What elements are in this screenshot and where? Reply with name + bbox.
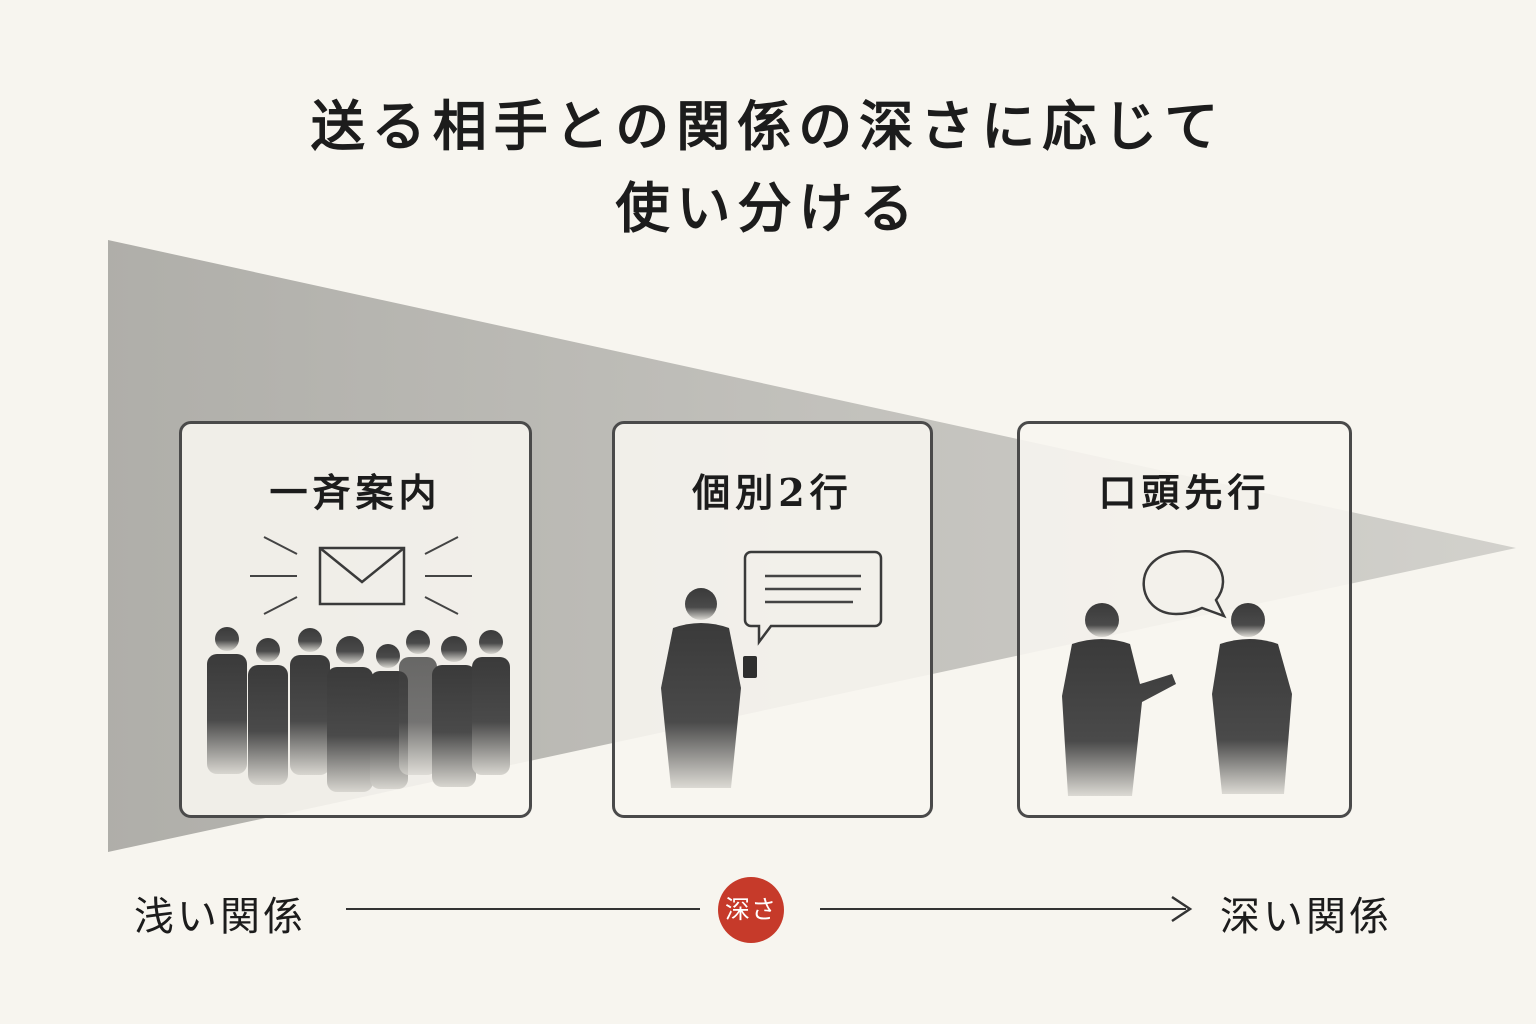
verbal-illustration bbox=[1062, 550, 1292, 796]
chat-bubble-lines-icon bbox=[743, 550, 883, 646]
title-line-1: 送る相手との関係の深さに応じて bbox=[310, 94, 1226, 158]
speech-bubble-icon bbox=[1142, 550, 1227, 619]
panel-personal: 個別2行 bbox=[612, 421, 933, 818]
title-line-2: 使い分ける bbox=[615, 176, 921, 240]
broadcast-rays-icon bbox=[250, 536, 472, 615]
listening-person-silhouette bbox=[1212, 603, 1292, 794]
panel-label-personal: 個別2行 bbox=[692, 470, 853, 515]
speaking-person-silhouette bbox=[1062, 603, 1176, 796]
panel-label-broadcast: 一斉案内 bbox=[269, 470, 442, 515]
person-with-phone-silhouette bbox=[661, 588, 757, 788]
depth-badge: 深さ bbox=[718, 877, 784, 943]
personal-illustration bbox=[661, 550, 883, 788]
axis-arrowhead-icon bbox=[1171, 895, 1193, 923]
axis-label-shallow: 浅い関係 bbox=[134, 894, 306, 940]
panel-broadcast: 一斉案内 bbox=[179, 421, 532, 818]
crowd-silhouette bbox=[207, 627, 510, 792]
axis-label-deep: 深い関係 bbox=[1220, 894, 1392, 940]
broadcast-illustration bbox=[207, 536, 510, 792]
envelope-icon bbox=[318, 546, 406, 606]
panel-verbal: 口頭先行 bbox=[1017, 421, 1352, 818]
panel-label-verbal: 口頭先行 bbox=[1098, 470, 1271, 515]
